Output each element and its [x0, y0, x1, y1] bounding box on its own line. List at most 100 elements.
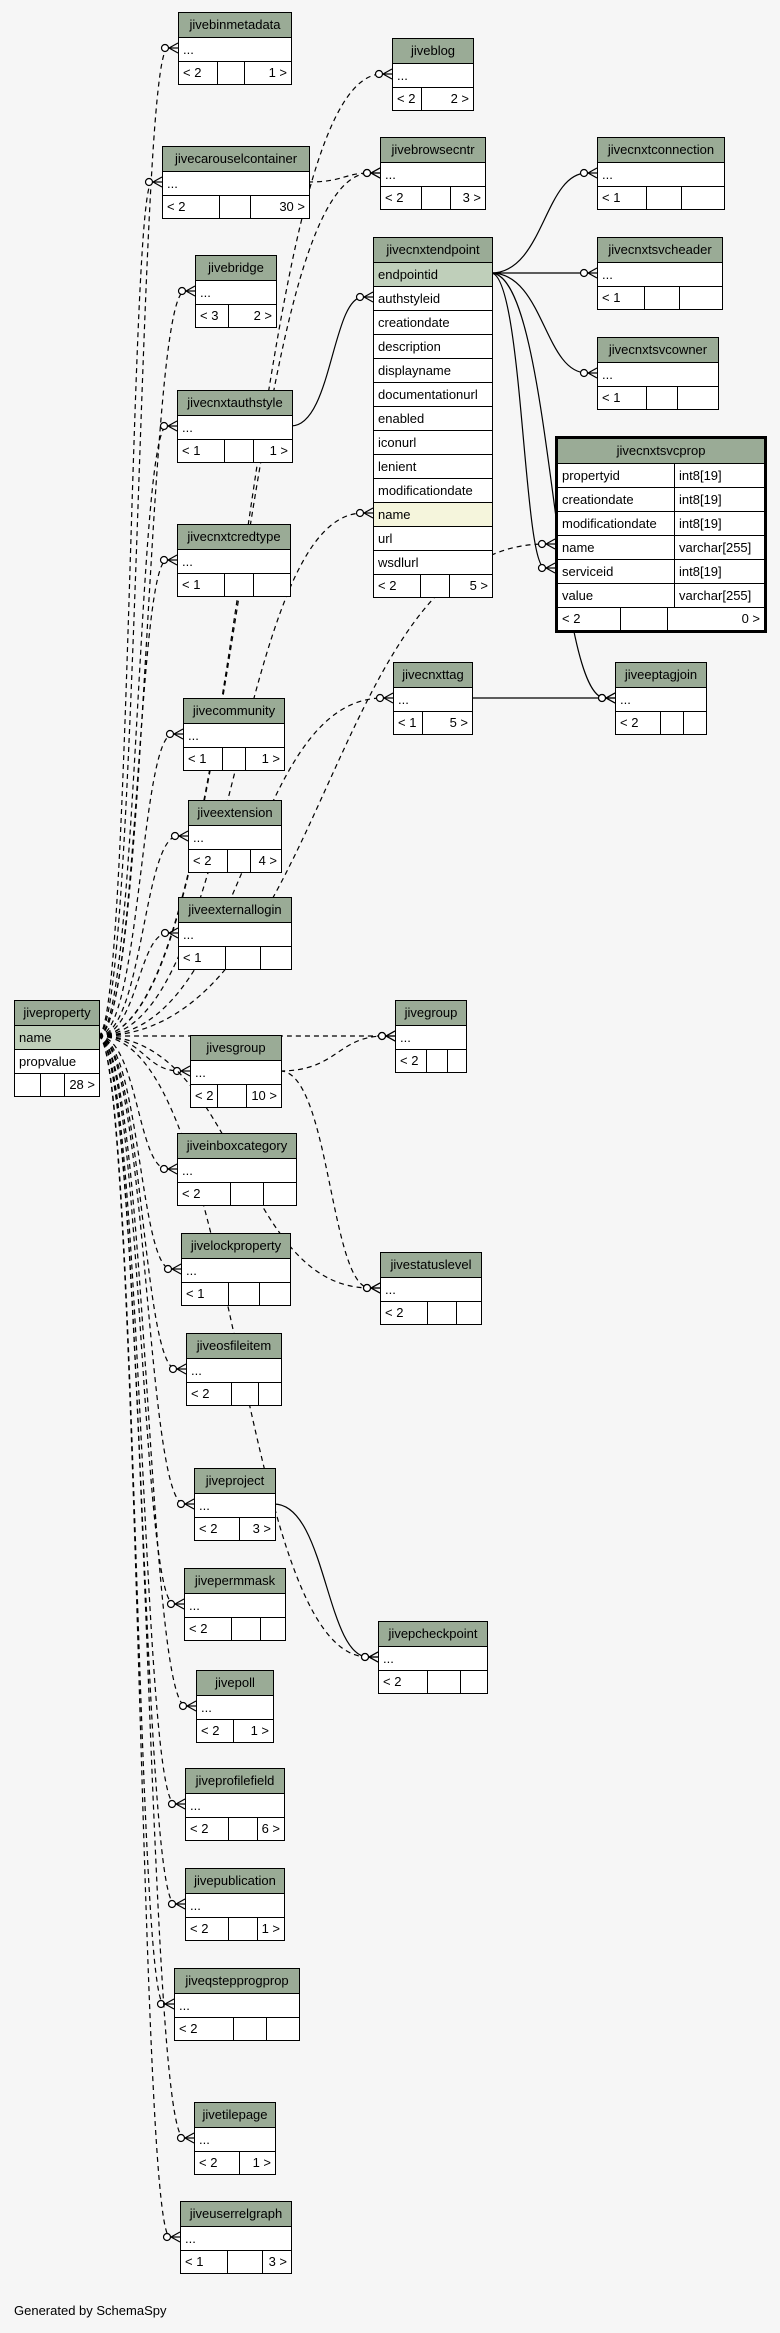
- child-count: 1 >: [261, 751, 280, 766]
- relationship-counts: < 2: [396, 1050, 466, 1072]
- crows-foot-marker: [160, 927, 179, 939]
- table-jivecnxtsvcheader[interactable]: jivecnxtsvcheader...< 1: [597, 237, 723, 310]
- table-jivecnxtcredtype[interactable]: jivecnxtcredtype...< 1: [177, 524, 291, 597]
- relationship-jiveproperty-jivebrowsecntr: [97, 172, 371, 1037]
- columns-ellipsis: ...: [182, 1259, 290, 1283]
- column-row: authstyleid: [374, 287, 492, 311]
- table-jivepcheckpoint[interactable]: jivepcheckpoint...< 2: [378, 1621, 488, 1694]
- column-row: documentationurl: [374, 383, 492, 407]
- parent-count: < 2: [189, 850, 228, 872]
- child-count: 2 >: [450, 91, 469, 106]
- column-type: int8[19]: [679, 564, 722, 579]
- crows-foot-marker: [172, 1065, 191, 1077]
- column-name: name: [558, 536, 675, 559]
- crows-foot-marker: [377, 1030, 396, 1042]
- count-cell: [647, 187, 682, 209]
- relationship-jiveproperty-jiveproject: [97, 1035, 185, 1505]
- table-jiveosfileitem[interactable]: jiveosfileitem...< 2: [186, 1333, 282, 1406]
- crows-foot-marker: [597, 692, 616, 704]
- table-jiveinboxcategory[interactable]: jiveinboxcategory...< 2: [177, 1133, 297, 1206]
- table-jivecnxtsvcowner[interactable]: jivecnxtsvcowner...< 1: [597, 337, 719, 410]
- child-count: 1 >: [250, 1723, 269, 1738]
- child-count: [448, 1050, 466, 1072]
- table-jiveqstepprogprop[interactable]: jiveqstepprogprop...< 2: [174, 1968, 300, 2041]
- column-type: varchar[255]: [679, 540, 752, 555]
- columns-ellipsis: ...: [396, 1026, 466, 1050]
- table-name: jivecnxtcredtype: [178, 525, 290, 550]
- table-jivestatuslevel[interactable]: jivestatuslevel...< 2: [380, 1252, 482, 1325]
- crows-foot-marker: [360, 1651, 379, 1663]
- table-name: jivepermmask: [185, 1569, 285, 1594]
- parent-count: < 2: [393, 88, 422, 110]
- count-cell: [421, 575, 450, 597]
- child-count: 30 >: [279, 199, 305, 214]
- child-count: 10 >: [251, 1088, 277, 1103]
- relationship-counts: < 2: [379, 1671, 487, 1693]
- parent-count: < 2: [195, 1518, 240, 1540]
- table-name: jivelockproperty: [182, 1234, 290, 1259]
- count-cell: [218, 62, 245, 84]
- parent-count: < 1: [179, 947, 226, 969]
- column-row: name: [15, 1026, 99, 1050]
- parent-count: < 1: [178, 574, 225, 596]
- crows-foot-marker: [176, 2132, 195, 2144]
- table-jivepermmask[interactable]: jivepermmask...< 2: [184, 1568, 286, 1641]
- table-name: jiveosfileitem: [187, 1334, 281, 1359]
- column-row: description: [374, 335, 492, 359]
- relationship-jiveproperty-jivepoll: [97, 1035, 187, 1707]
- relationship-jiveproperty-jivebinmetadata: [97, 47, 169, 1037]
- child-count: 28 >: [69, 1077, 95, 1092]
- column-row: url: [374, 527, 492, 551]
- relationship-counts: < 1: [178, 574, 290, 596]
- table-jivelockproperty[interactable]: jivelockproperty...< 1: [181, 1233, 291, 1306]
- relationship-counts: < 1: [182, 1283, 290, 1305]
- table-jivecnxtconnection[interactable]: jivecnxtconnection...< 1: [597, 137, 725, 210]
- columns-ellipsis: ...: [394, 688, 472, 712]
- table-jivegroup[interactable]: jivegroup...< 2: [395, 1000, 467, 1073]
- parent-count: < 1: [182, 1283, 229, 1305]
- columns-ellipsis: ...: [598, 163, 724, 187]
- columns-ellipsis: ...: [178, 550, 290, 574]
- crows-foot-marker: [178, 1700, 197, 1712]
- table-jiveexternallogin[interactable]: jiveexternallogin...< 1: [178, 897, 292, 970]
- relationship-jivecarouselcontainer-jivebrowsecntr: [307, 172, 371, 183]
- child-count: [259, 1383, 281, 1405]
- columns-ellipsis: ...: [598, 363, 718, 387]
- count-cell: [232, 1383, 259, 1405]
- columns-ellipsis: ...: [163, 172, 309, 196]
- parent-count: < 2: [185, 1618, 232, 1640]
- relationship-counts: < 2: [178, 1183, 296, 1205]
- table-name: jiveproperty: [15, 1001, 99, 1026]
- relationship-jiveproperty-jivecarouselcontainer: [97, 181, 153, 1037]
- table-jiveeptagjoin[interactable]: jiveeptagjoin...< 2: [615, 662, 707, 735]
- crows-foot-marker: [176, 1498, 195, 1510]
- columns-ellipsis: ...: [189, 826, 281, 850]
- relationship-jiveproperty-jiveqstepprogprop: [97, 1035, 165, 2005]
- child-count: 5 >: [469, 578, 488, 593]
- table-name: jivecnxtendpoint: [374, 238, 492, 263]
